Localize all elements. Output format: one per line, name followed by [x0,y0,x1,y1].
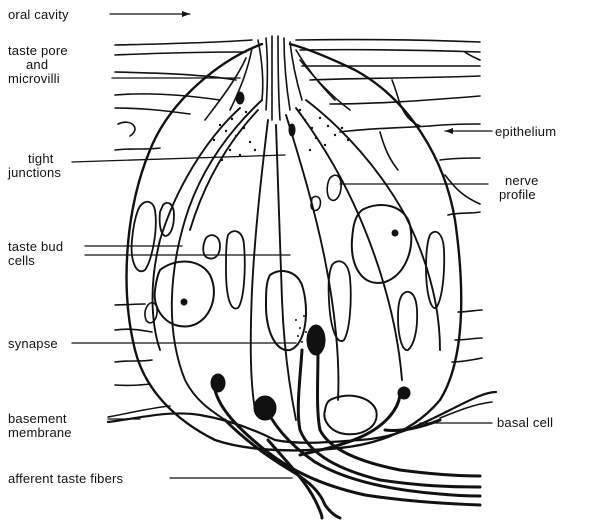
leader-arrowheads [182,11,453,134]
label-junctions: junctions [8,166,61,179]
label-synapse: synapse [8,337,58,350]
label-oral-cavity: oral cavity [8,8,69,21]
label-tight: tight [28,152,54,165]
label-microvilli: microvilli [8,72,60,85]
elongated-nuclei [132,202,445,350]
taste-bud-cells [153,100,441,420]
label-cells: cells [8,254,35,267]
label-afferent-taste-fibers: afferent taste fibers [8,472,123,485]
label-taste-pore-and: and [26,58,48,71]
label-epithelium: epithelium [495,125,556,138]
epithelium-layers-left [115,40,252,385]
label-taste-pore: taste pore [8,44,68,57]
label-basal-cell: basal cell [497,416,553,429]
nerve-profile-outlines [145,175,341,323]
label-taste-bud: taste bud [8,240,63,253]
leader-lines [72,14,492,478]
label-profile: profile [499,188,536,201]
label-nerve: nerve [505,174,539,187]
label-membrane: membrane [8,426,72,439]
label-basement: basement [8,412,67,425]
